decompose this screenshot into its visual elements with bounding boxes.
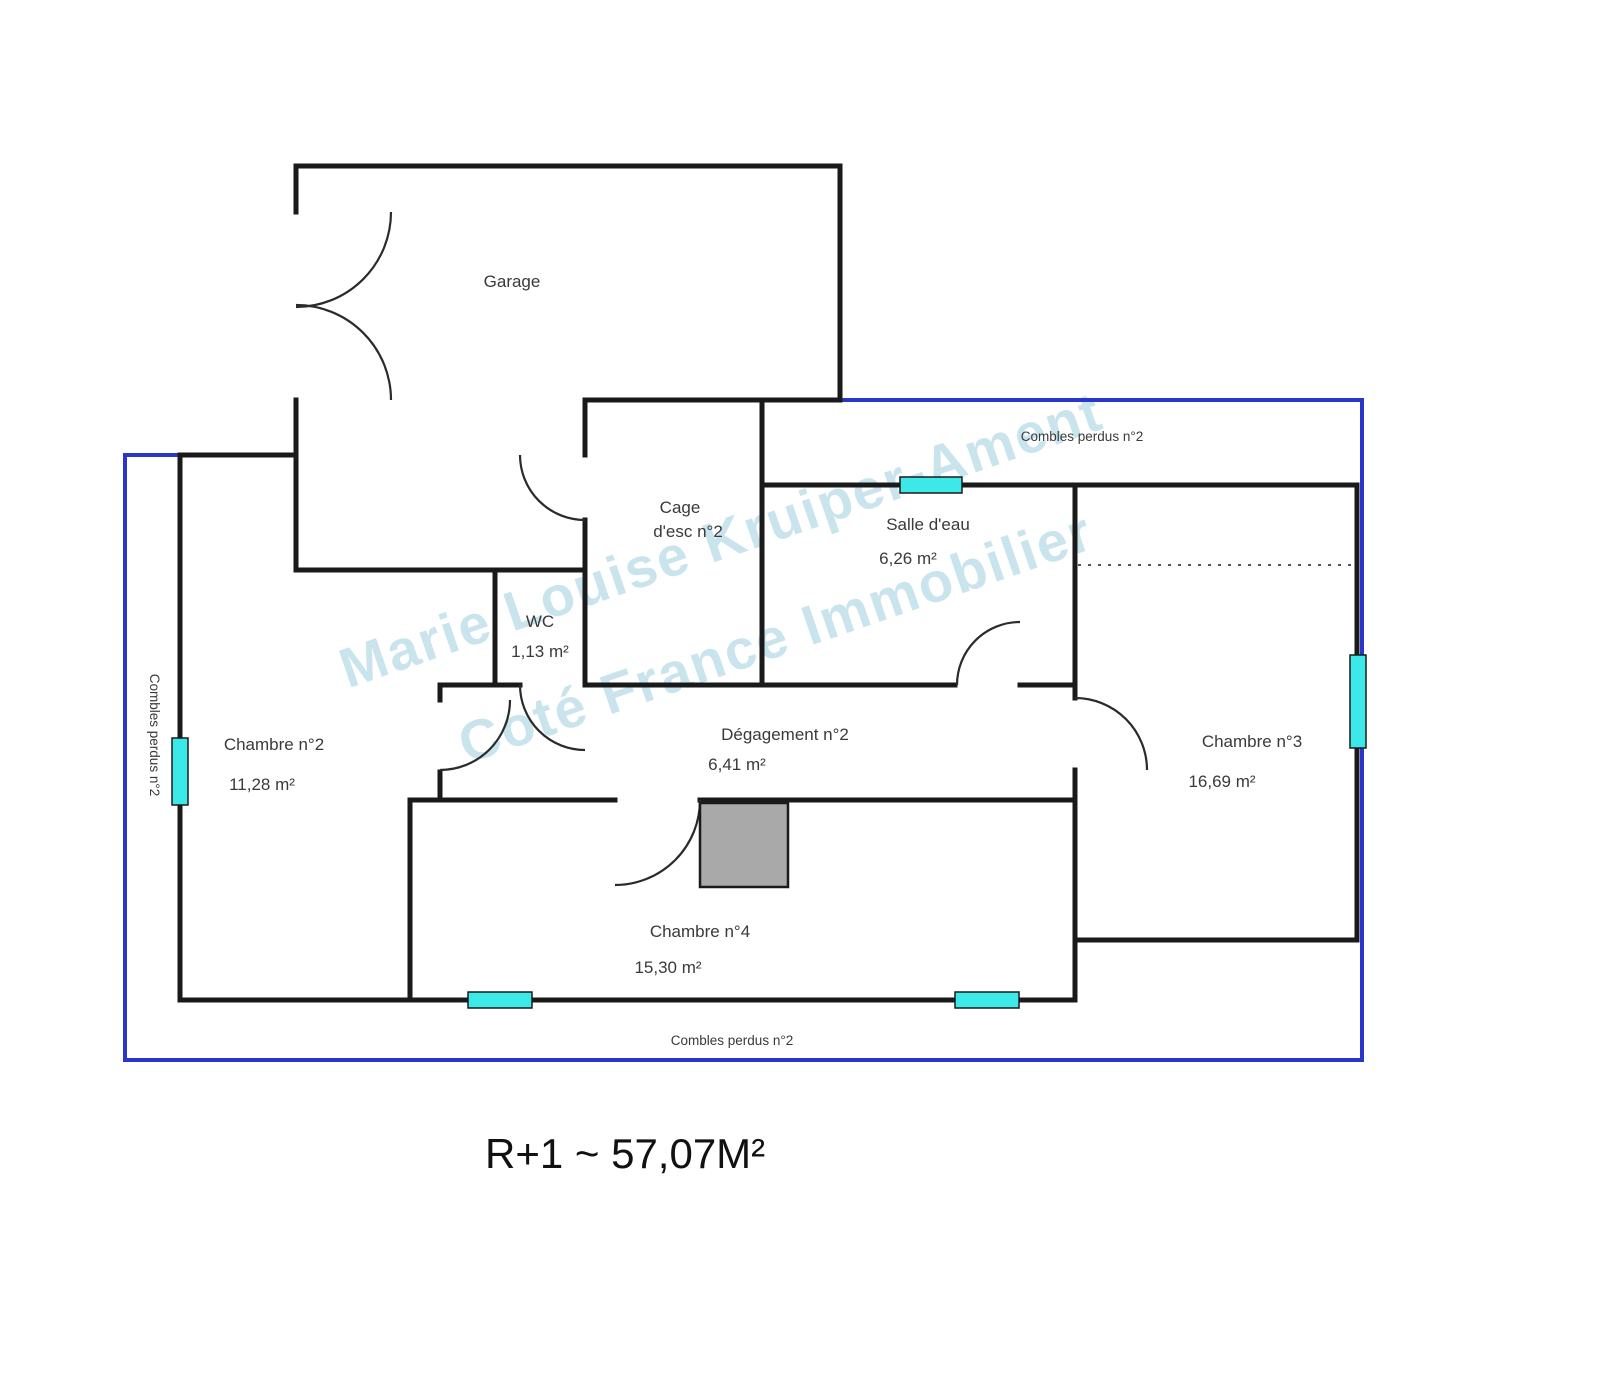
cage-label-line2: d'esc n°2 — [653, 522, 723, 541]
combles-boundary-outline — [123, 398, 1364, 1062]
degagement-area: 6,41 m² — [708, 755, 766, 774]
chambre2-area: 11,28 m² — [229, 775, 295, 794]
windows — [171, 476, 1367, 1009]
chambre2-label: Chambre n°2 — [224, 735, 324, 754]
window-chambre4-left — [467, 991, 533, 1009]
salle-eau-area: 6,26 m² — [879, 549, 937, 568]
chambre2-door-arc — [439, 699, 512, 772]
combles-label-bottom: Combles perdus n°2 — [671, 1033, 793, 1048]
wc-door-arc — [518, 684, 586, 752]
window-chambre3 — [1349, 654, 1367, 749]
combles-label-left: Combles perdus n°2 — [147, 674, 162, 796]
chimney-block — [698, 801, 790, 889]
wc-area: 1,13 m² — [511, 642, 569, 661]
door-arcs — [295, 211, 1149, 887]
window-chambre4-right — [954, 991, 1020, 1009]
garage-door-arc-top — [295, 211, 393, 309]
window-chambre2 — [171, 737, 189, 806]
chambre3-label: Chambre n°3 — [1202, 732, 1302, 751]
chambre4-area: 15,30 m² — [634, 958, 701, 977]
degagement-label: Dégagement n°2 — [721, 725, 849, 744]
combles-labels: Combles perdus n°2 Combles perdus n°2 Co… — [147, 429, 1143, 1048]
chambre3-door-arc — [1074, 696, 1149, 771]
room-labels: Garage Cage d'esc n°2 Salle d'eau 6,26 m… — [224, 272, 1302, 977]
garage-door-arc-bottom — [295, 303, 393, 401]
walls — [177, 163, 1360, 1003]
cage-label-line1: Cage — [660, 498, 701, 517]
garage-label: Garage — [484, 272, 541, 291]
cage-door-arc — [518, 454, 586, 522]
chambre3-area: 16,69 m² — [1188, 772, 1255, 791]
salle-eau-label: Salle d'eau — [886, 515, 970, 534]
chambre4-door-arc — [614, 799, 702, 887]
salle-eau-door-arc — [955, 620, 1021, 686]
floor-title: R+1 ~ 57,07M² — [485, 1130, 765, 1177]
combles-label-top: Combles perdus n°2 — [1021, 429, 1143, 444]
chambre4-label: Chambre n°4 — [650, 922, 750, 941]
window-salle-eau — [899, 476, 963, 494]
wc-label: WC — [526, 612, 554, 631]
